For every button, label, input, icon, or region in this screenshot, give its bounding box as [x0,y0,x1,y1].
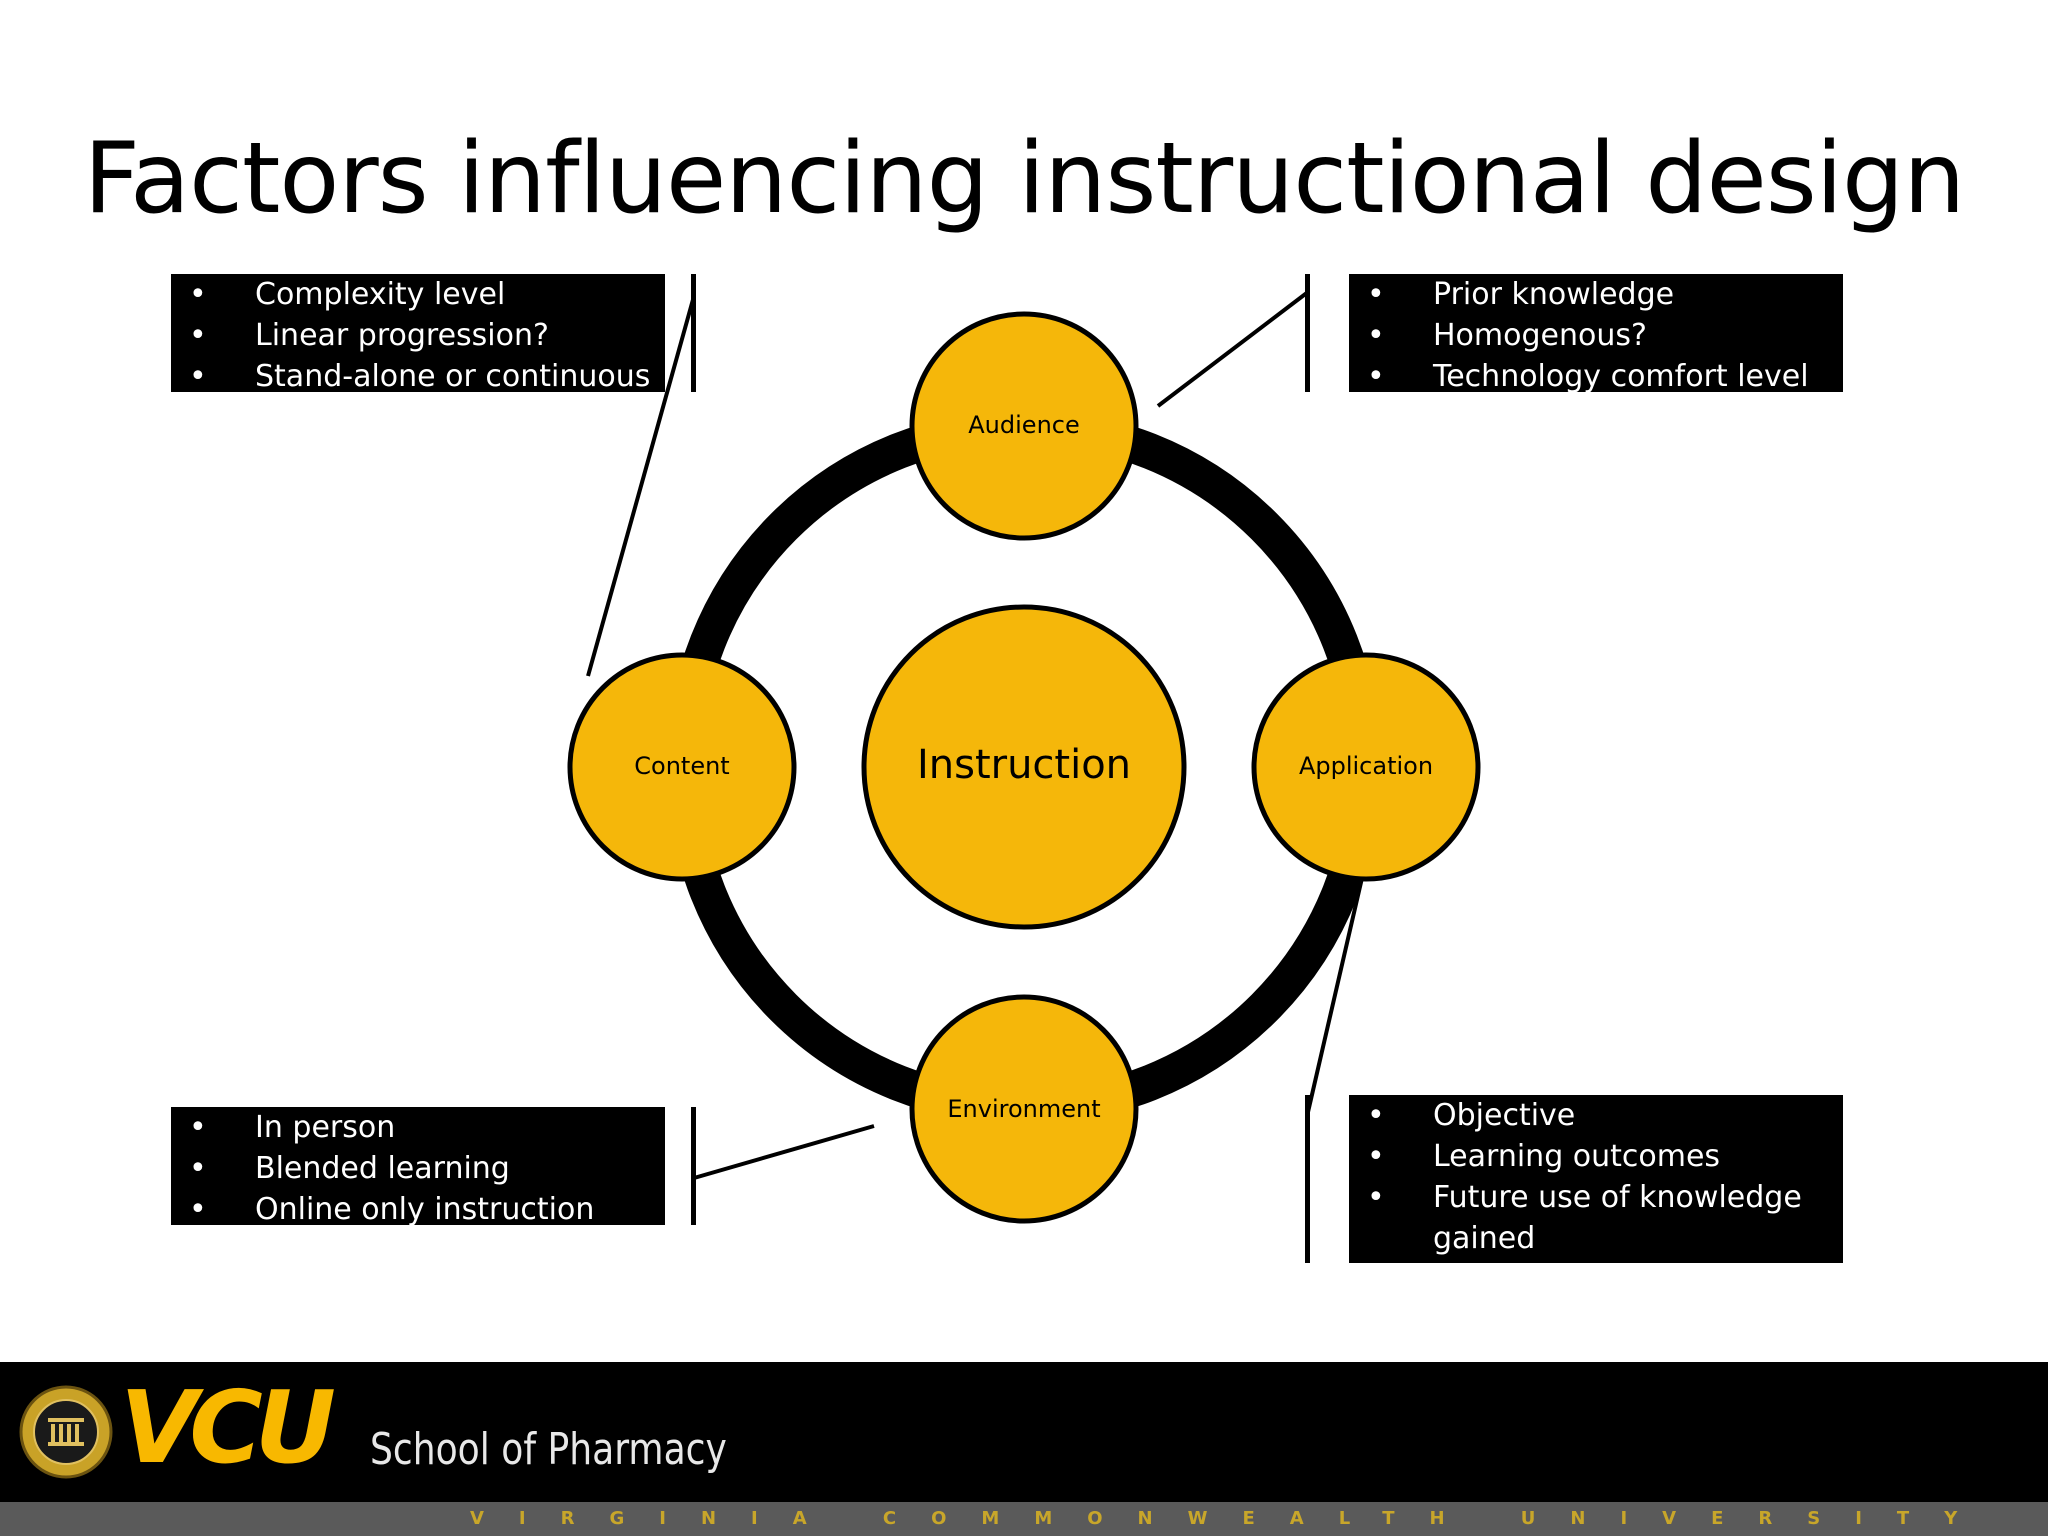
node-content-circle [567,652,797,882]
vcu-logo: VCU [120,1369,336,1486]
bracket-environment [691,1107,696,1225]
university-name: VIRGINIA COMMONWEALTH UNIVERSITY [470,1508,1993,1529]
bracket-audience [1305,274,1310,392]
node-content-label: Content [634,752,729,780]
node-audience-circle [909,311,1139,541]
bracket-application [1305,1095,1310,1263]
university-seal-icon [19,1385,113,1479]
node-center-label: Instruction [917,742,1131,788]
bracket-content [691,274,696,392]
callout-content-item: Linear progression? [171,315,665,356]
school-name: School of Pharmacy [370,1424,727,1475]
callout-audience: Prior knowledge Homogenous? Technology c… [1349,274,1843,397]
callout-environment-item: In person [171,1107,665,1148]
node-audience-label: Audience [968,411,1079,439]
slide-title: Factors influencing instructional design [83,122,1966,236]
node-center-circle [861,604,1187,930]
node-environment-label: Environment [947,1095,1100,1123]
callout-application-item: Objective [1349,1095,1843,1136]
callout-audience-item: Homogenous? [1349,315,1843,356]
callout-audience-item: Technology comfort level [1349,356,1843,397]
callout-environment-item: Online only instruction [171,1189,665,1230]
callout-application-item: Future use of knowledge gained [1349,1177,1843,1259]
callout-content-item: Stand-alone or continuous [171,356,665,397]
connector-environment [693,1124,875,1180]
callout-application-item: Learning outcomes [1349,1136,1843,1177]
node-application-circle [1251,652,1481,882]
connector-audience [1156,290,1310,408]
callout-application: Objective Learning outcomes Future use o… [1349,1095,1843,1263]
footer-strip [0,1502,2048,1536]
callout-content: Complexity level Linear progression? Sta… [171,274,665,397]
callout-environment: In person Blended learning Online only i… [171,1107,665,1230]
connector-content [586,295,696,677]
node-environment-circle [909,994,1139,1224]
callout-environment-item: Blended learning [171,1148,665,1189]
callout-audience-item: Prior knowledge [1349,274,1843,315]
node-application-label: Application [1299,752,1433,780]
callout-content-item: Complexity level [171,274,665,315]
